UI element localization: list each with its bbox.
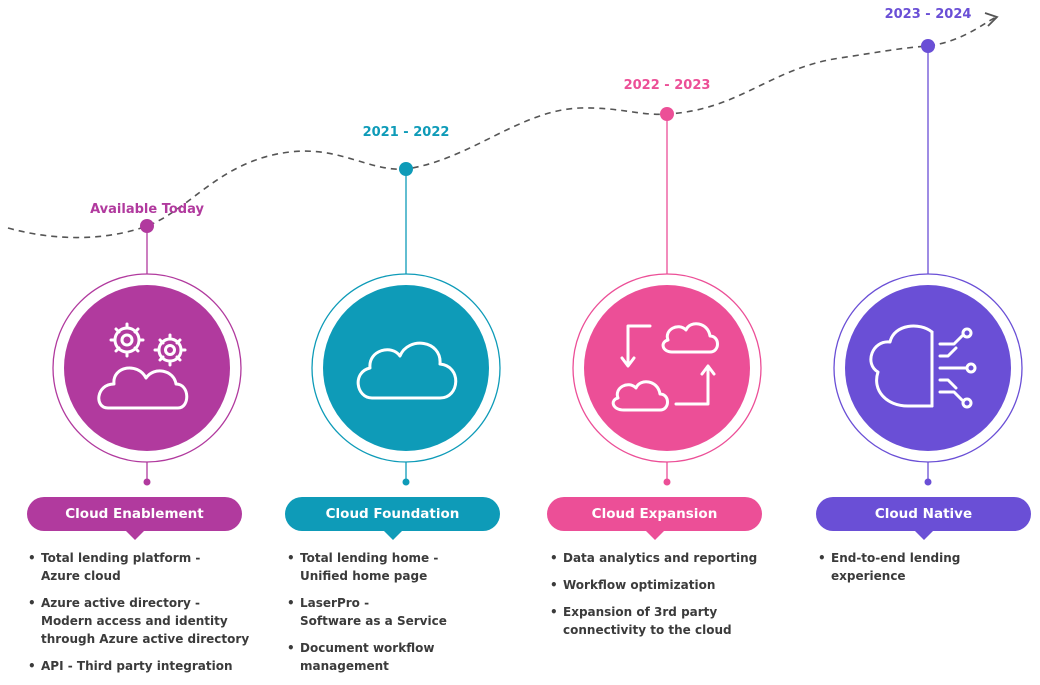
- list-item: Azure active directory - Modern access a…: [28, 594, 263, 648]
- stage-cloud-foundation: [311, 162, 501, 486]
- list-item: Total lending platform - Azure cloud: [28, 549, 263, 585]
- stage-title-pill: Cloud Foundation: [285, 497, 500, 540]
- stage-year-label: 2023 - 2024: [884, 7, 972, 22]
- list-item: LaserPro - Software as a Service: [287, 594, 522, 630]
- stage-bullet-list: Data analytics and reporting Workflow op…: [550, 549, 785, 648]
- cloud-icon: [97, 366, 189, 410]
- stage-bullet-list: Total lending platform - Azure cloud Azu…: [28, 549, 263, 684]
- cloud-icon: [356, 341, 458, 400]
- stage-title-pill: Cloud Enablement: [27, 497, 242, 540]
- stage-cloud-native: [833, 39, 1023, 486]
- stage-year-label: 2022 - 2023: [623, 78, 711, 93]
- milestone-dot: [140, 219, 154, 233]
- timeline-arrowhead: [984, 12, 999, 27]
- connector-end-dot: [924, 478, 932, 486]
- stage-cloud-expansion: [572, 107, 762, 486]
- milestone-dot: [921, 39, 935, 53]
- arrow-down-icon: [620, 324, 652, 368]
- connector-end-dot: [143, 478, 151, 486]
- cloud-circuit-brain-icon: [869, 324, 977, 409]
- list-item: Data analytics and reporting: [550, 549, 785, 567]
- list-item: End-to-end lending experience: [818, 549, 1033, 585]
- milestone-dot: [660, 107, 674, 121]
- list-item: API - Third party integration: [28, 657, 263, 675]
- gear-icon: [109, 322, 145, 358]
- timeline-path: [7, 16, 997, 239]
- list-item: Document workflow management: [287, 639, 522, 675]
- stage-disc: [845, 285, 1011, 451]
- cloud-icon: [661, 322, 719, 354]
- stage-year-label: 2021 - 2022: [362, 125, 450, 140]
- connector-end-dot: [663, 478, 671, 486]
- stage-bullet-list: Total lending home - Unified home page L…: [287, 549, 522, 684]
- cloud-sync-icon: [611, 322, 719, 412]
- arrow-up-icon: [674, 364, 716, 406]
- stage-title-pill: Cloud Expansion: [547, 497, 762, 540]
- stage-disc: [64, 285, 230, 451]
- stage-title-pill: Cloud Native: [816, 497, 1031, 540]
- connector-end-dot: [402, 478, 410, 486]
- cloud-icon: [611, 380, 669, 412]
- list-item: Expansion of 3rd party connectivity to t…: [550, 603, 785, 639]
- stage-disc: [323, 285, 489, 451]
- stage-bullet-list: End-to-end lending experience: [818, 549, 1033, 594]
- gear-icon: [153, 333, 187, 367]
- milestone-dot: [399, 162, 413, 176]
- stage-disc: [584, 285, 750, 451]
- list-item: Workflow optimization: [550, 576, 785, 594]
- stage-year-label: Available Today: [90, 202, 204, 217]
- cloud-gears-icon: [97, 322, 189, 410]
- list-item: Total lending home - Unified home page: [287, 549, 522, 585]
- stage-cloud-enablement: [52, 219, 242, 486]
